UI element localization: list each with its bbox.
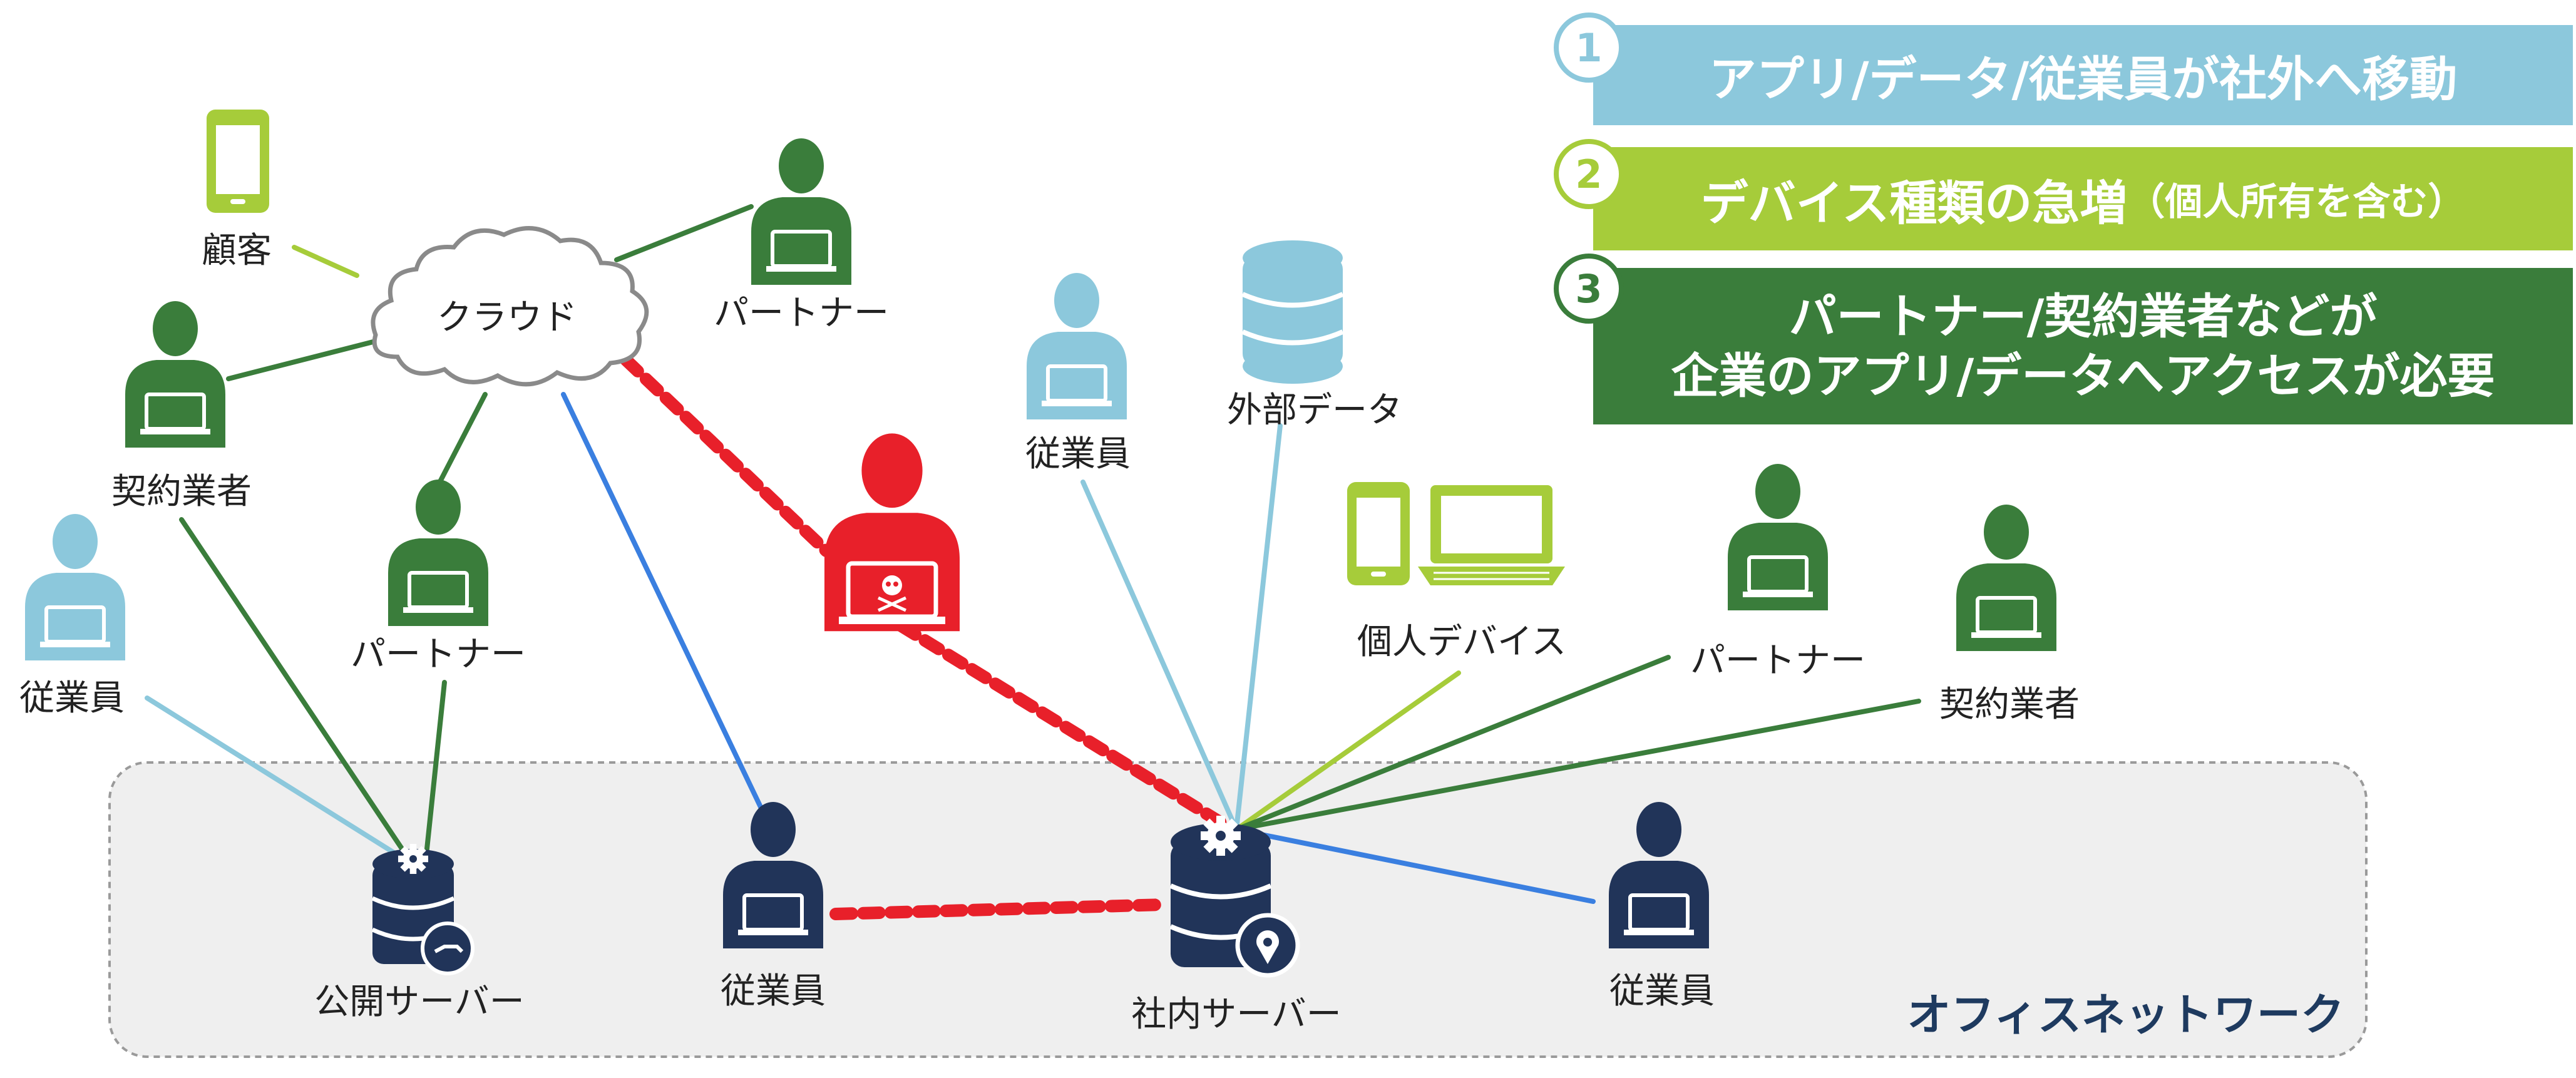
link-cloud-partner-mid: [436, 392, 488, 488]
link-contractor-public: [179, 517, 413, 863]
person-laptop-icon: [1728, 464, 1828, 610]
link-internal-employee: [1234, 827, 1596, 904]
link-data-internal: [1234, 423, 1283, 832]
label-internal-server: 社内サーバー: [1131, 994, 1342, 1035]
link-cloud-employee: [561, 392, 769, 823]
label-partner-top: パートナー: [714, 293, 889, 334]
label-employee-office-right: 従業員: [1609, 971, 1715, 1012]
person-laptop-icon: [25, 514, 125, 660]
label-contractor-left: 契約業者: [111, 471, 252, 512]
person-laptop-icon: [125, 301, 225, 448]
laptop-icon: [1418, 485, 1565, 585]
label-employee-office-left: 従業員: [721, 971, 826, 1012]
banner-1: アプリ/データ/従業員が社外へ移動: [1593, 25, 2573, 125]
banner-2-subtext: （個人所有を含む）: [2127, 180, 2466, 224]
person-laptop-icon: [1027, 273, 1127, 419]
server-gear-icon: [1169, 816, 1300, 978]
label-contractor-right: 契約業者: [1939, 684, 2080, 725]
label-partner-mid: パートナー: [351, 634, 526, 675]
person-laptop-icon: [1956, 505, 2056, 651]
label-employee-left: 従業員: [19, 678, 125, 719]
label-cloud: クラウド: [437, 297, 577, 338]
banner-2-text: デバイス種類の急増: [1700, 175, 2128, 231]
cloud-icon: [371, 226, 649, 387]
server-gear-icon: [371, 844, 475, 975]
office-network-title: オフィスネットワーク: [1907, 989, 2344, 1040]
label-partner-right: パートナー: [1690, 640, 1865, 681]
badge-3: 3: [1554, 254, 1624, 324]
label-customer: 顧客: [202, 230, 272, 271]
link-cloud-contractor: [226, 339, 378, 381]
connection-lines: [145, 204, 1921, 920]
attack-path-cloud: [620, 354, 833, 557]
link-customer-cloud: [292, 245, 359, 278]
link-contractor-internal: [1234, 699, 1921, 832]
banner-3-line2: 企業のアプリ/データへアクセスが必要: [1671, 348, 2495, 404]
link-employee-public: [145, 696, 409, 863]
banner-3: パートナー/契約業者などが 企業のアプリ/データへアクセスが必要: [1593, 268, 2573, 424]
label-employee-top: 従業員: [1025, 434, 1131, 475]
banner-1-text: アプリ/データ/従業員が社外へ移動: [1708, 51, 2458, 107]
attack-path-server: [895, 620, 1233, 833]
badge-2: 2: [1554, 139, 1624, 209]
skull-laptop-icon: [824, 433, 960, 632]
link-partner-public: [423, 680, 447, 863]
link-employee-internal: [1080, 480, 1239, 832]
database-icon: [1241, 240, 1344, 384]
label-external-data: 外部データ: [1227, 390, 1402, 431]
banner-3-line1: パートナー/契約業者などが: [1788, 289, 2378, 344]
smartphone-icon: [1347, 482, 1410, 585]
label-personal-devices: 個人デバイス: [1357, 622, 1567, 662]
link-device-internal: [1234, 670, 1461, 832]
banner-2: デバイス種類の急増（個人所有を含む）: [1593, 147, 2573, 250]
label-public-server: 公開サーバー: [314, 982, 525, 1022]
badge-1: 1: [1554, 13, 1624, 83]
person-laptop-icon: [388, 480, 488, 626]
person-laptop-icon: [751, 138, 851, 285]
link-partner-internal: [1234, 655, 1671, 832]
link-cloud-partner: [614, 204, 754, 262]
lateral-movement-path: [829, 898, 1171, 920]
smartphone-icon: [207, 110, 269, 213]
